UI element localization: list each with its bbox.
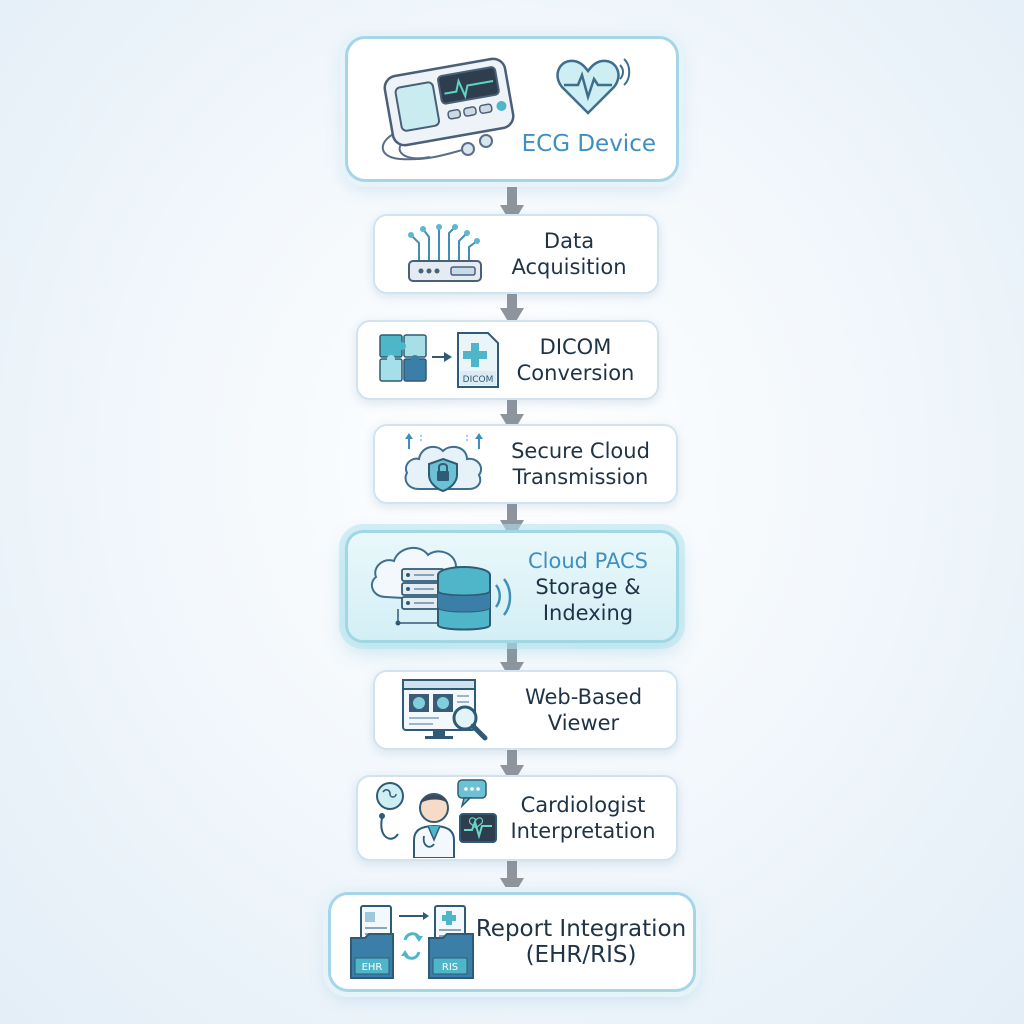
- step-label-line: Transmission: [512, 465, 649, 489]
- step-web-based-viewer: Web-Based Viewer: [373, 670, 678, 750]
- arrow-down-icon: [500, 288, 524, 328]
- step-report-integration: EHR RIS Report Integration (EHR/RIS): [328, 892, 696, 992]
- step-label-line: Report Integration: [475, 916, 687, 942]
- ehr-folder-label: EHR: [362, 962, 383, 973]
- step-label: DICOM Conversion: [508, 322, 643, 398]
- arrow-down-icon: [500, 858, 524, 898]
- ris-folder-label: RIS: [442, 962, 458, 973]
- step-cardiologist-interpretation: Cardiologist Interpretation: [356, 775, 678, 861]
- step-label-line: Interpretation: [510, 819, 656, 843]
- step-cloud-pacs-storage: Cloud PACS Storage & Indexing: [345, 530, 679, 643]
- step-label-line: Conversion: [516, 361, 635, 385]
- dicom-conversion-icon: DICOM: [379, 332, 499, 388]
- step-label: Cardiologist Interpretation: [504, 777, 662, 859]
- step-label: Cloud PACS Storage & Indexing: [518, 533, 658, 640]
- step-label-line: DICOM: [539, 335, 612, 359]
- step-label: Web-Based Viewer: [505, 672, 662, 748]
- dicom-file-label: DICOM: [463, 375, 494, 385]
- step-secure-cloud-transmission: Secure Cloud Transmission: [373, 424, 678, 504]
- step-label: Data Acquisition: [495, 216, 643, 292]
- step-label-line: Cardiologist: [520, 793, 646, 817]
- step-dicom-conversion: DICOM DICOM Conversion: [356, 320, 659, 400]
- step-label-line: Viewer: [547, 711, 620, 735]
- step-label-line: Storage &: [535, 574, 641, 599]
- step-label: Report Integration (EHR/RIS): [476, 895, 686, 989]
- step-label: ECG Device: [522, 119, 656, 169]
- cardiologist-icon: [376, 779, 497, 858]
- cloud-pacs-storage-icon: [370, 546, 512, 630]
- ecg-device-icon: [381, 57, 515, 161]
- step-data-acquisition: Data Acquisition: [373, 214, 659, 294]
- heart-pulse-icon: [556, 58, 631, 115]
- step-label-line: Acquisition: [511, 255, 627, 279]
- secure-cloud-icon: [404, 433, 483, 493]
- step-ecg-device: ECG Device: [345, 36, 679, 182]
- step-label-line: (EHR/RIS): [525, 942, 637, 968]
- report-integration-icon: EHR RIS: [350, 905, 474, 979]
- step-label-line: Data: [543, 229, 595, 253]
- step-label-line: Web-Based: [524, 685, 643, 709]
- step-label-line: Cloud PACS: [528, 548, 648, 573]
- web-viewer-icon: [402, 679, 488, 741]
- step-label-line: Indexing: [542, 600, 634, 625]
- step-label-line: Secure Cloud: [511, 439, 650, 463]
- step-label-line: ECG Device: [521, 131, 656, 157]
- data-acquisition-icon: [408, 224, 482, 282]
- step-label: Secure Cloud Transmission: [499, 426, 662, 502]
